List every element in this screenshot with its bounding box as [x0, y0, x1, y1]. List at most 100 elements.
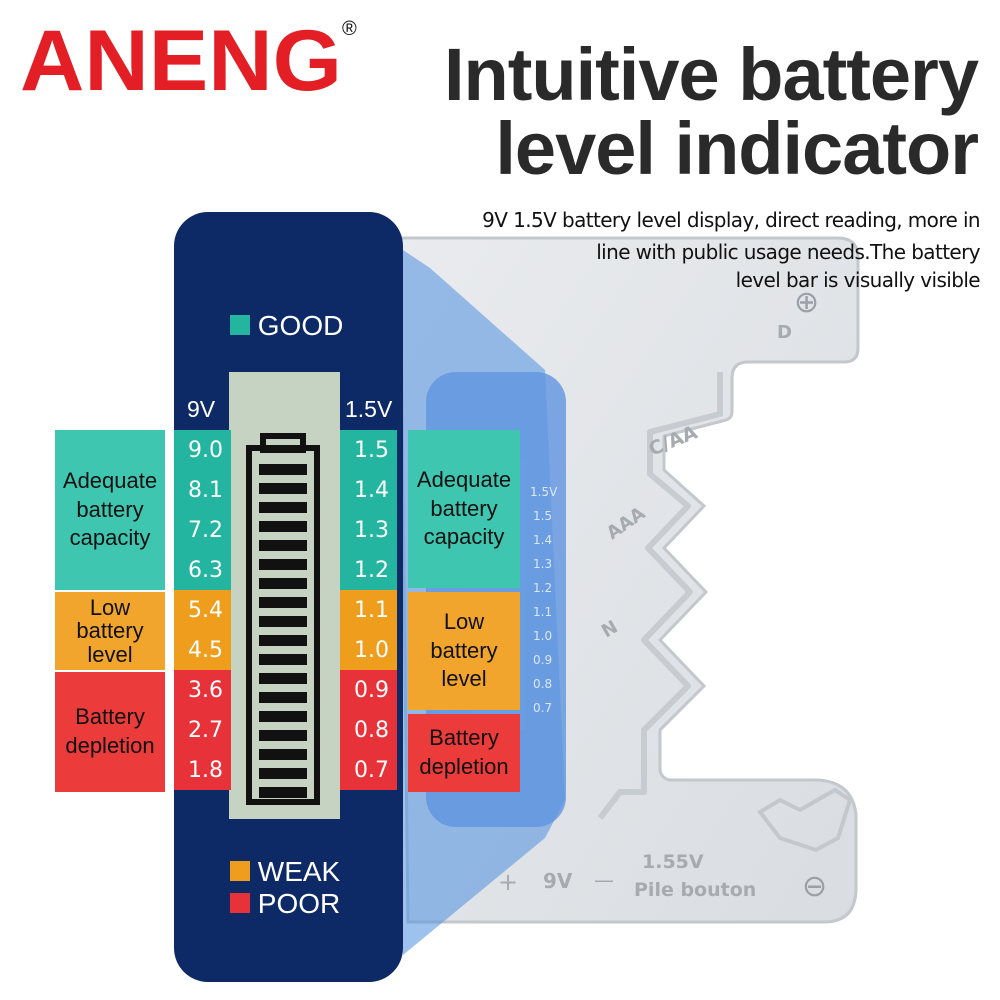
value-15v-2: 1.3 — [340, 510, 397, 550]
value-15v-1: 1.4 — [340, 470, 397, 510]
value-15v-4: 1.1 — [340, 590, 397, 630]
level-bar — [259, 616, 307, 627]
level-bar — [259, 673, 307, 684]
left-depletion-line-2: depletion — [65, 733, 155, 758]
left-depletion-line-1: Battery — [75, 704, 145, 730]
bottom-plus-label: + — [498, 868, 518, 896]
level-bar — [259, 540, 307, 551]
value-9v-6: 3.6 — [174, 670, 231, 710]
lcd-display — [229, 372, 340, 819]
ghost-value: 0.9 — [533, 653, 552, 667]
weak-swatch — [230, 861, 250, 881]
headline-line-1: Intuitive battery — [444, 33, 979, 116]
level-bar — [259, 559, 307, 570]
description-line-3: level bar is visually visible — [735, 268, 981, 292]
left-low-line-1: Low — [89, 595, 131, 621]
level-bar — [259, 483, 307, 494]
ghost-value: 1.0 — [533, 629, 552, 643]
battery-slot-outline — [597, 372, 723, 820]
ghost-value: 1.2 — [533, 581, 552, 595]
right-adequate-line-1: Adequate — [416, 467, 512, 493]
level-bars — [259, 464, 307, 798]
value-15v-8: 0.7 — [340, 750, 397, 790]
ghost-values: 1.5 1.4 1.3 1.2 1.1 1.0 0.9 0.8 0.7 — [533, 509, 552, 715]
headline-line-2: level indicator — [495, 107, 979, 190]
level-bar — [259, 464, 307, 475]
left-adequate-line-3: capacity — [69, 525, 151, 551]
level-bar — [259, 597, 307, 608]
right-depletion-line-2: depletion — [419, 754, 509, 779]
level-bar — [259, 730, 307, 741]
svg-text:ANENG: ANENG — [20, 20, 342, 100]
plus-terminal-icon: ⊕ — [794, 285, 819, 320]
level-bar — [259, 711, 307, 722]
value-9v-1: 8.1 — [174, 470, 231, 510]
bottom-9v-label: 9V — [543, 869, 573, 893]
ghost-value: 1.1 — [533, 605, 552, 619]
ghost-value: 0.7 — [533, 701, 552, 715]
button-cell-label: Pile bouton — [634, 879, 756, 901]
value-9v-4: 5.4 — [174, 590, 231, 630]
value-9v-0: 9.0 — [174, 430, 231, 470]
ghost-value: 0.8 — [533, 677, 552, 691]
header-1-5v: 1.5V — [345, 396, 393, 422]
value-15v-0: 1.5 — [340, 430, 397, 470]
left-depletion-box: Battery depletion — [55, 672, 165, 792]
ghost-value: 1.5 — [533, 509, 552, 523]
weak-legend: WEAK — [230, 858, 340, 886]
value-9v-5: 4.5 — [174, 630, 231, 670]
weak-label: WEAK — [257, 856, 341, 887]
left-adequate-line-2: battery — [76, 496, 144, 522]
registered-mark: ® — [342, 18, 357, 40]
level-bar — [259, 768, 307, 779]
good-label: GOOD — [257, 310, 344, 341]
ghost-15v-label: 1.5V — [530, 485, 558, 499]
value-9v-3: 6.3 — [174, 550, 231, 590]
level-bar — [259, 521, 307, 532]
right-adequate-line-2: battery — [430, 495, 498, 521]
right-low-line-3: level — [441, 666, 487, 692]
poor-legend: POOR — [230, 890, 340, 918]
level-bar — [259, 502, 307, 513]
ghost-value: 1.4 — [533, 533, 552, 547]
value-15v-3: 1.2 — [340, 550, 397, 590]
aneng-logo: ANENG — [20, 20, 342, 100]
level-bar — [259, 692, 307, 703]
right-depletion-line-1: Battery — [429, 725, 499, 751]
left-low-line-2: battery — [76, 618, 144, 644]
good-legend: GOOD — [230, 310, 343, 342]
value-9v-2: 7.2 — [174, 510, 231, 550]
value-15v-6: 0.9 — [340, 670, 397, 710]
d-size-label: D — [777, 322, 792, 343]
header-9v: 9V — [187, 396, 216, 422]
right-adequate-line-3: capacity — [423, 524, 505, 550]
clip-outline — [757, 787, 853, 853]
right-depletion-box: Battery depletion — [408, 714, 520, 792]
ghost-value: 1.3 — [533, 557, 552, 571]
right-low-line-1: Low — [443, 609, 485, 635]
value-15v-7: 0.8 — [340, 710, 397, 750]
value-9v-7: 2.7 — [174, 710, 231, 750]
value-15v-5: 1.0 — [340, 630, 397, 670]
level-bar — [259, 787, 307, 798]
level-bar — [259, 635, 307, 646]
description-line-1: 9V 1.5V battery level display, direct re… — [482, 208, 980, 232]
bottom-minus-label: — — [594, 868, 614, 892]
level-bar — [259, 578, 307, 589]
left-adequate-line-1: Adequate — [62, 468, 158, 494]
button-cell-voltage: 1.55V — [642, 851, 704, 873]
minus-terminal-icon: ⊖ — [802, 869, 827, 904]
level-bar — [259, 749, 307, 760]
poor-label: POOR — [257, 888, 341, 919]
value-9v-8: 1.8 — [174, 750, 231, 790]
description-line-2: line with public usage needs.The battery — [596, 240, 980, 264]
good-swatch — [230, 315, 250, 335]
battery-bar-icon — [246, 433, 320, 805]
poor-swatch — [230, 893, 250, 913]
right-low-line-2: battery — [430, 637, 498, 663]
left-low-line-3: level — [87, 641, 133, 667]
